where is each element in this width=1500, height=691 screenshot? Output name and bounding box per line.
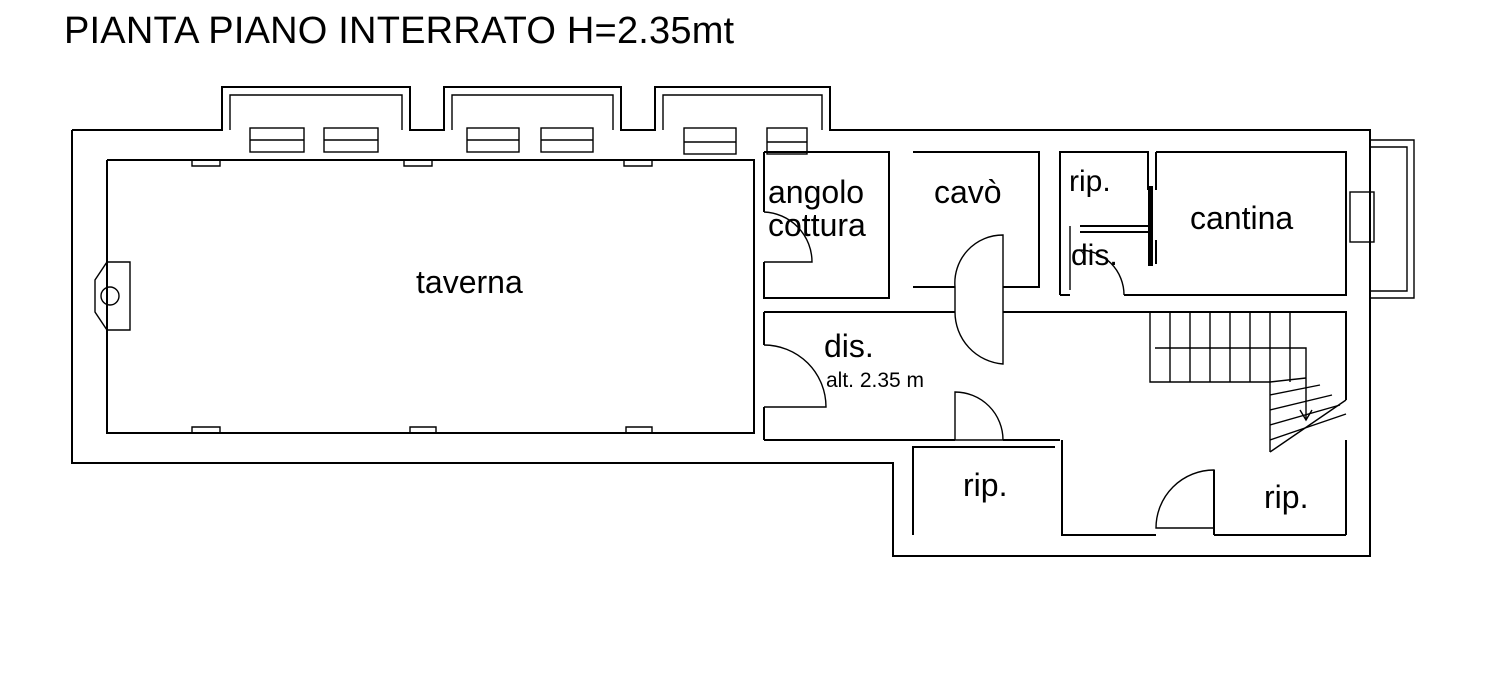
door-cavo	[954, 234, 1004, 365]
label-rip-top: rip.	[1069, 165, 1111, 198]
plan-title: PIANTA PIANO INTERRATO H=2.35mt	[64, 10, 735, 52]
fireplace-icon	[94, 261, 131, 331]
label-taverna: taverna	[416, 264, 523, 300]
inner-wall-taverna	[106, 159, 755, 434]
door-dis-small	[1078, 249, 1125, 296]
door-rip-bottom-right	[1155, 469, 1215, 529]
window-bay-3	[662, 94, 823, 130]
label-rip-bottom-left: rip.	[963, 467, 1007, 503]
label-dis-small: dis.	[1071, 239, 1118, 272]
window-3a	[683, 127, 737, 155]
wall-rip-bottom-right	[1061, 440, 1156, 536]
bottom-pillar-notches	[191, 426, 653, 433]
room-labels: taverna angolo cottura cavò rip. dis. ca…	[416, 165, 1308, 515]
wall-cavo	[913, 151, 1040, 288]
window-frames	[249, 127, 808, 155]
top-pillar-notches	[191, 160, 653, 167]
door-rip-bottom-left	[954, 391, 1004, 441]
outer-walls	[71, 86, 1371, 557]
window-cantina	[1370, 139, 1415, 299]
stair-treads	[1169, 312, 1347, 453]
label-dis-height: alt. 2.35 m	[826, 369, 924, 392]
label-rip-bottom-right: rip.	[1264, 479, 1308, 515]
outer-wall	[71, 86, 1371, 557]
window-bays	[191, 94, 823, 433]
label-cavo: cavò	[934, 174, 1002, 210]
staircase	[1149, 312, 1347, 453]
label-cantina: cantina	[1190, 200, 1293, 236]
label-dis-main: dis.	[824, 328, 874, 364]
window-3b	[766, 127, 808, 155]
interior-partitions	[763, 139, 1415, 536]
doors	[763, 211, 1215, 529]
wall-rip-bottom-left	[912, 446, 1003, 535]
stair-arrow	[1155, 347, 1307, 420]
window-bay-1	[229, 94, 403, 130]
cantina-threshold	[1080, 186, 1153, 266]
label-angolo: angolo	[768, 174, 864, 210]
door-angolo-cottura	[763, 211, 813, 263]
wall-cantina	[1124, 151, 1347, 296]
door-taverna	[763, 344, 827, 408]
window-bay-2	[451, 94, 614, 130]
label-cottura: cottura	[768, 207, 866, 243]
wall-rip-top	[1059, 151, 1149, 295]
